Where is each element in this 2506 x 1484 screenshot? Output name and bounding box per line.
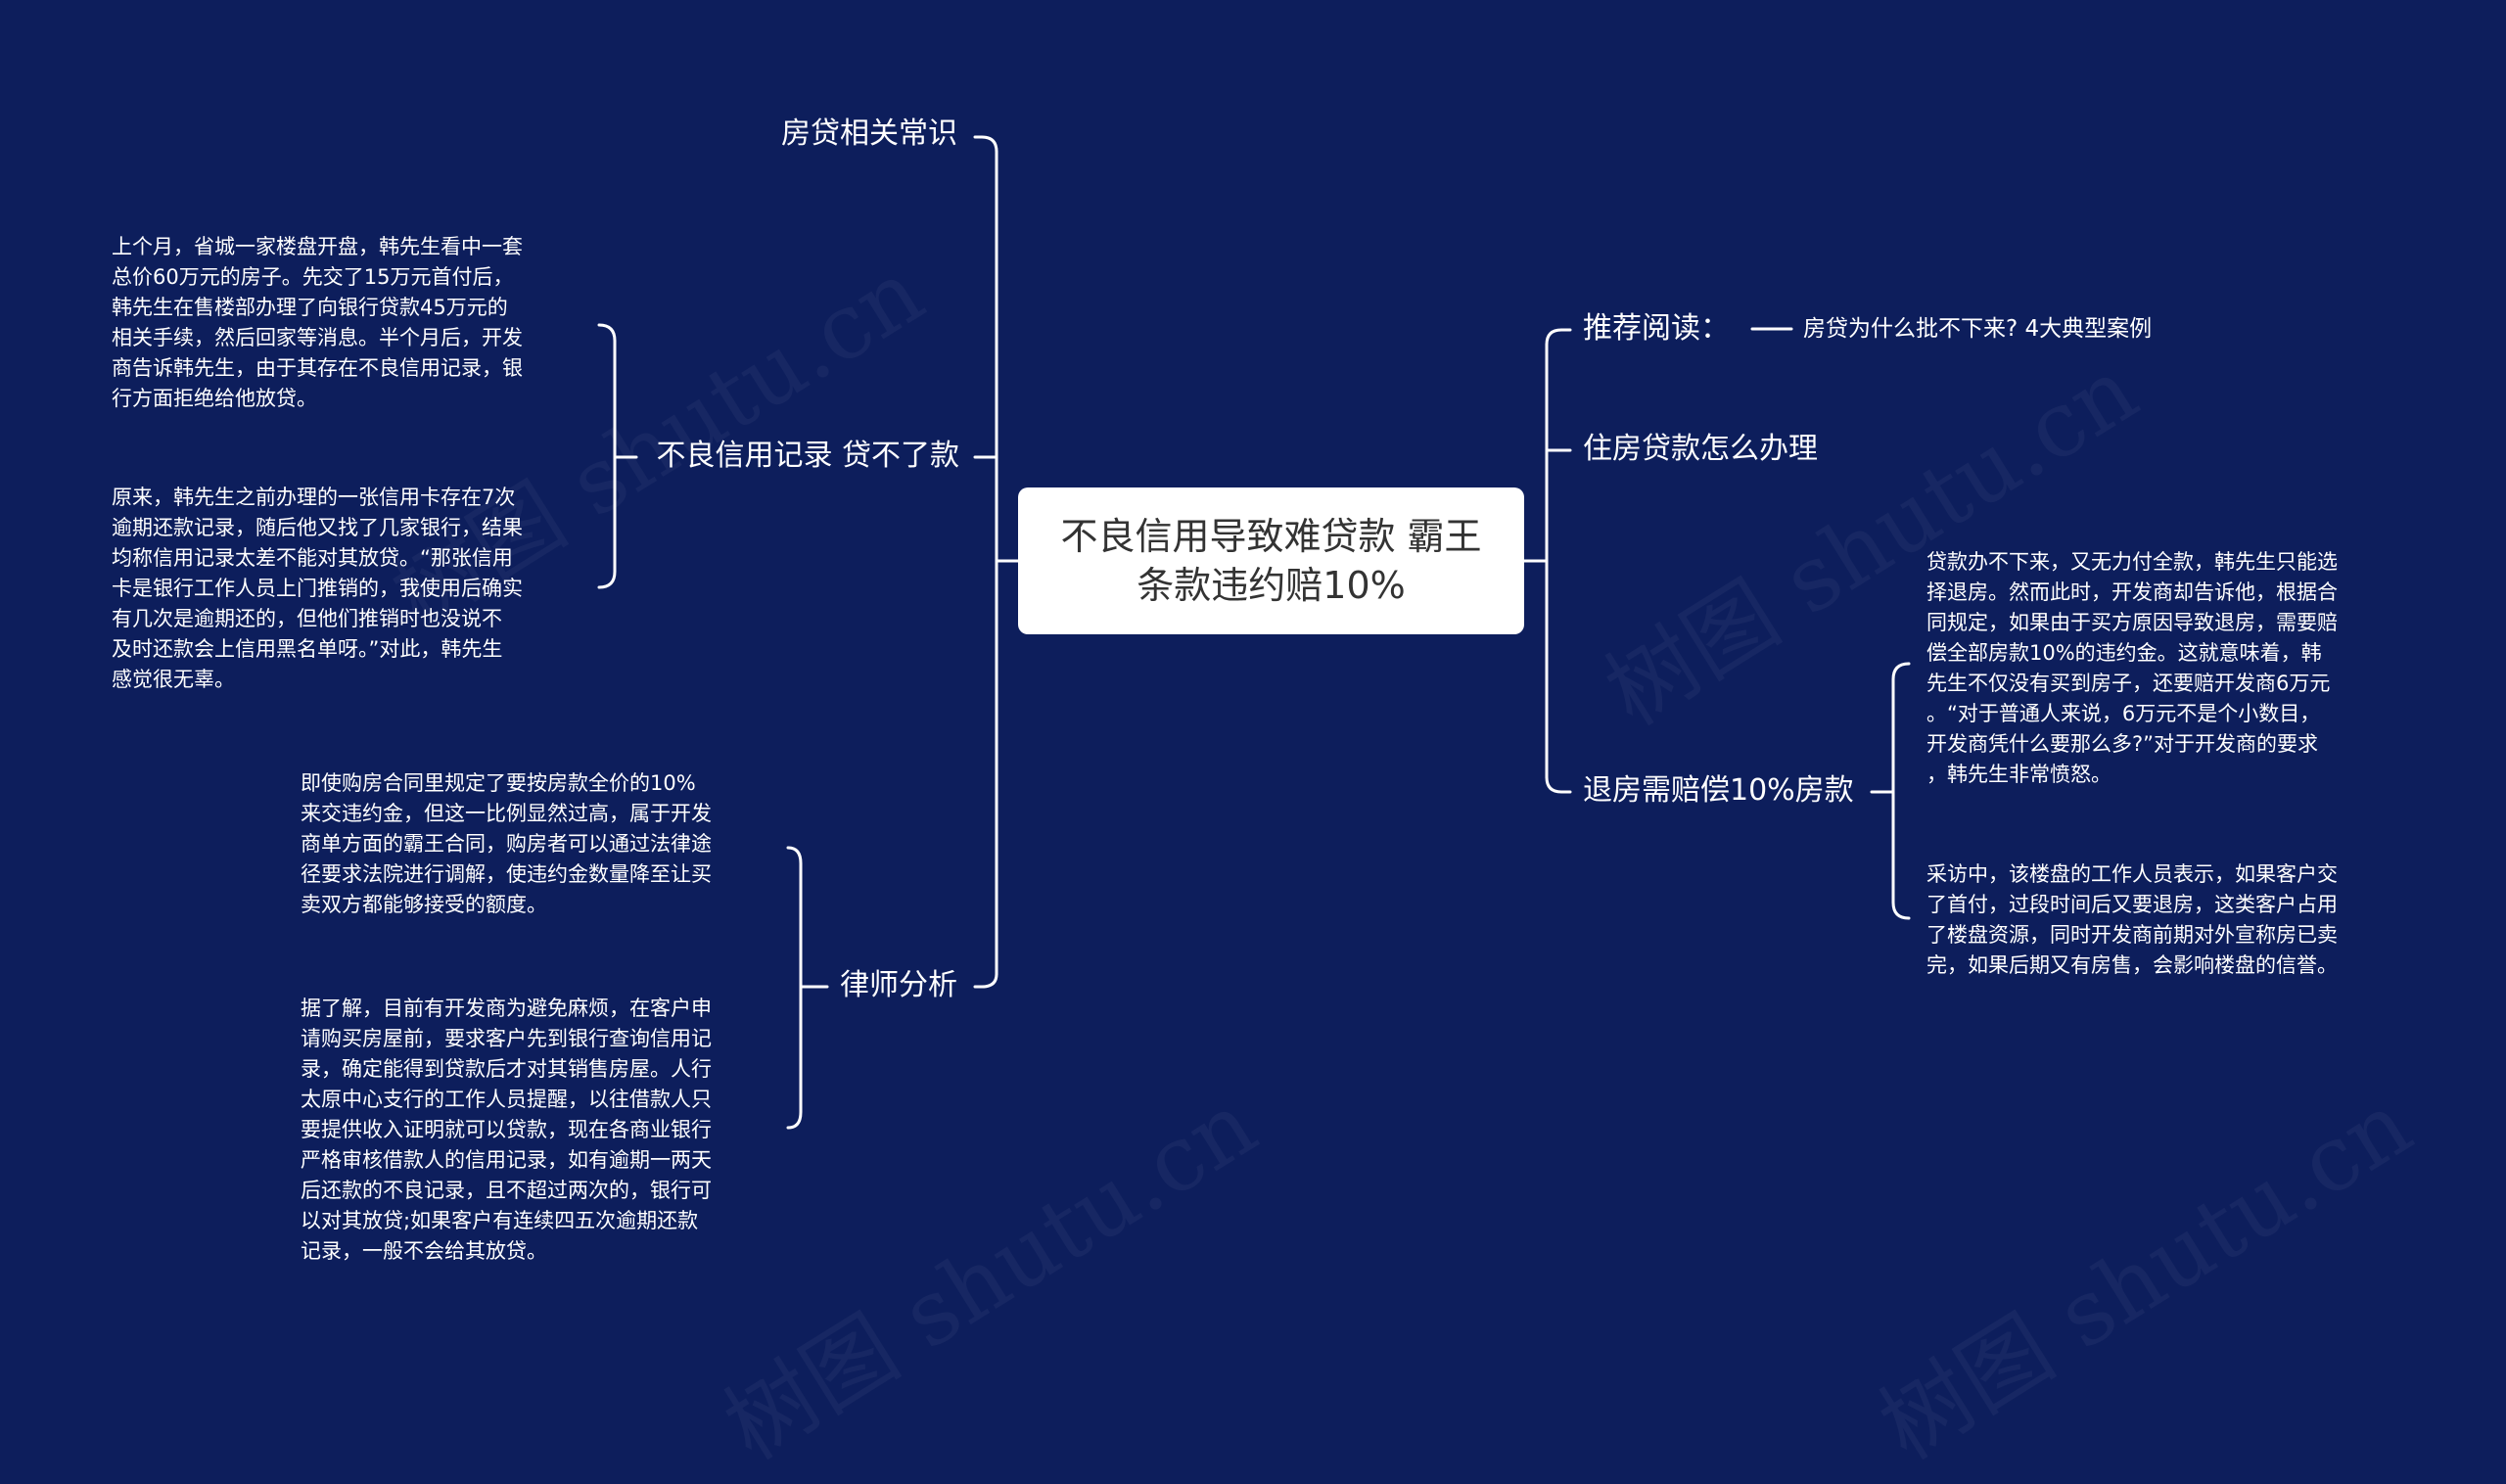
para-line: 及时还款会上信用黑名单呀。”对此，韩先生: [112, 637, 503, 661]
para-line: 了首付，过段时间后又要退房，这类客户占用: [1926, 893, 2338, 916]
para-line: 同规定，如果由于买方原因导致退房，需要赔: [1926, 611, 2338, 634]
para-line: 逾期还款记录，随后他又找了几家银行，结果: [112, 516, 523, 539]
branch-bad-credit[interactable]: 不良信用记录 贷不了款: [656, 439, 959, 473]
connector-lines: [597, 135, 1911, 1130]
branch-how-to-apply[interactable]: 住房贷款怎么办理: [1583, 432, 1818, 466]
connector-b2-bracket: [597, 323, 617, 589]
paragraph-refund-2: 采访中，该楼盘的工作人员表示，如果客户交 了首付，过段时间后又要退房，这类客户占…: [1926, 859, 2338, 981]
recommend-link[interactable]: 房贷为什么批不下来? 4大典型案例: [1803, 316, 2153, 342]
para-line: 韩先生在售楼部办理了向银行贷款45万元的: [112, 296, 508, 319]
para-line: 来交违约金，但这一比例显然过高，属于开发: [301, 802, 712, 825]
para-line: 有几次是逾期还的，但他们推销时也没说不: [112, 607, 502, 630]
connector-left-b3: [973, 972, 998, 989]
para-line: 均称信用记录太差不能对其放贷。“那张信用: [112, 546, 513, 570]
para-line: 相关手续，然后回家等消息。半个月后，开发: [112, 326, 523, 349]
para-line: 偿全部房款10%的违约金。这就意味着，韩: [1926, 641, 2322, 665]
para-line: 记录，一般不会给其放贷。: [301, 1239, 547, 1263]
para-line: 行方面拒绝给他放贷。: [112, 387, 317, 410]
para-line: 以对其放贷;如果客户有连续四五次逾期还款: [301, 1209, 699, 1232]
branch-mortgage-basics[interactable]: 房贷相关常识: [781, 116, 957, 151]
para-line: 采访中，该楼盘的工作人员表示，如果客户交: [1926, 862, 2338, 886]
para-line: 择退房。然而此时，开发商却告诉他，根据合: [1926, 580, 2338, 604]
paragraph-refund-1: 贷款办不下来，又无力付全款，韩先生只能选 择退房。然而此时，开发商却告诉他，根据…: [1926, 547, 2338, 790]
para-line: 卡是银行工作人员上门推销的，我使用后确实: [112, 577, 523, 600]
paragraph-bad-credit-1: 上个月，省城一家楼盘开盘，韩先生看中一套 总价60万元的房子。先交了15万元首付…: [112, 232, 523, 414]
para-line: 径要求法院进行调解，使违约金数量降至让买: [301, 862, 712, 886]
para-line: 开发商凭什么要那么多?”对于开发商的要求: [1926, 732, 2319, 756]
para-line: 了楼盘资源，同时开发商前期对外宣称房已卖: [1926, 923, 2338, 947]
connector-rb3-bracket: [1891, 662, 1911, 920]
para-line: 商告诉韩先生，由于其存在不良信用记录，银: [112, 356, 523, 380]
paragraph-lawyer-1: 即使购房合同里规定了要按房款全价的10% 来交违约金，但这一比例显然过高，属于开…: [301, 768, 712, 920]
para-line: 先生不仅没有买到房子，还要赔开发商6万元: [1926, 672, 2331, 695]
para-line: 后还款的不良记录，且不超过两次的，银行可: [301, 1179, 712, 1202]
para-line: 感觉很无辜。: [112, 668, 235, 691]
connector-right-b1: [1545, 328, 1572, 347]
para-line: 太原中心支行的工作人员提醒，以往借款人只: [301, 1088, 712, 1111]
branch-lawyer-analysis[interactable]: 律师分析: [840, 968, 957, 1002]
para-line: 总价60万元的房子。先交了15万元首付后，: [112, 265, 514, 289]
connector-left-b1: [973, 135, 998, 154]
para-line: 即使购房合同里规定了要按房款全价的10%: [301, 771, 696, 795]
connector-right-b3: [1545, 775, 1572, 794]
para-line: 录，确定能得到贷款后才对其销售房屋。人行: [301, 1057, 712, 1081]
root-topic[interactable]: 不良信用导致难贷款 霸王 条款违约赔10%: [1018, 487, 1524, 634]
para-line: 据了解，目前有开发商为避免麻烦，在客户申: [301, 997, 712, 1020]
branch-recommend[interactable]: 推荐阅读：: [1583, 311, 1730, 346]
para-line: 商单方面的霸王合同，购房者可以通过法律途: [301, 832, 712, 856]
para-line: 卖双方都能够接受的额度。: [301, 893, 547, 916]
para-line: 要提供收入证明就可以贷款，现在各商业银行: [301, 1118, 712, 1141]
mindmap-canvas: 树图 shutu.cn 树图 shutu.cn 树图 shutu.cn 树图 s…: [112, 116, 2429, 1480]
para-line: 完，如果后期又有房售，会影响楼盘的信誉。: [1926, 953, 2338, 977]
branch-refund-penalty[interactable]: 退房需赔偿10%房款: [1583, 773, 1854, 808]
root-title-line-1: 不良信用导致难贷款 霸王: [1060, 515, 1482, 558]
para-line: 请购买房屋前，要求客户先到银行查询信用记: [301, 1027, 712, 1050]
para-line: 严格审核借款人的信用记录，如有逾期一两天: [301, 1148, 712, 1172]
paragraph-bad-credit-2: 原来，韩先生之前办理的一张信用卡存在7次 逾期还款记录，随后他又找了几家银行，结…: [112, 483, 523, 695]
paragraph-lawyer-2: 据了解，目前有开发商为避免麻烦，在客户申 请购买房屋前，要求客户先到银行查询信用…: [301, 994, 712, 1267]
para-line: 贷款办不下来，又无力付全款，韩先生只能选: [1926, 550, 2338, 574]
connector-b3-bracket: [786, 846, 803, 1130]
para-line: 上个月，省城一家楼盘开盘，韩先生看中一套: [112, 235, 523, 258]
para-line: 。“对于普通人来说，6万元不是个小数目，: [1926, 702, 2321, 725]
para-line: 原来，韩先生之前办理的一张信用卡存在7次: [112, 486, 516, 509]
para-line: ，韩先生非常愤怒。: [1926, 763, 2112, 786]
root-title-line-2: 条款违约赔10%: [1137, 564, 1406, 607]
